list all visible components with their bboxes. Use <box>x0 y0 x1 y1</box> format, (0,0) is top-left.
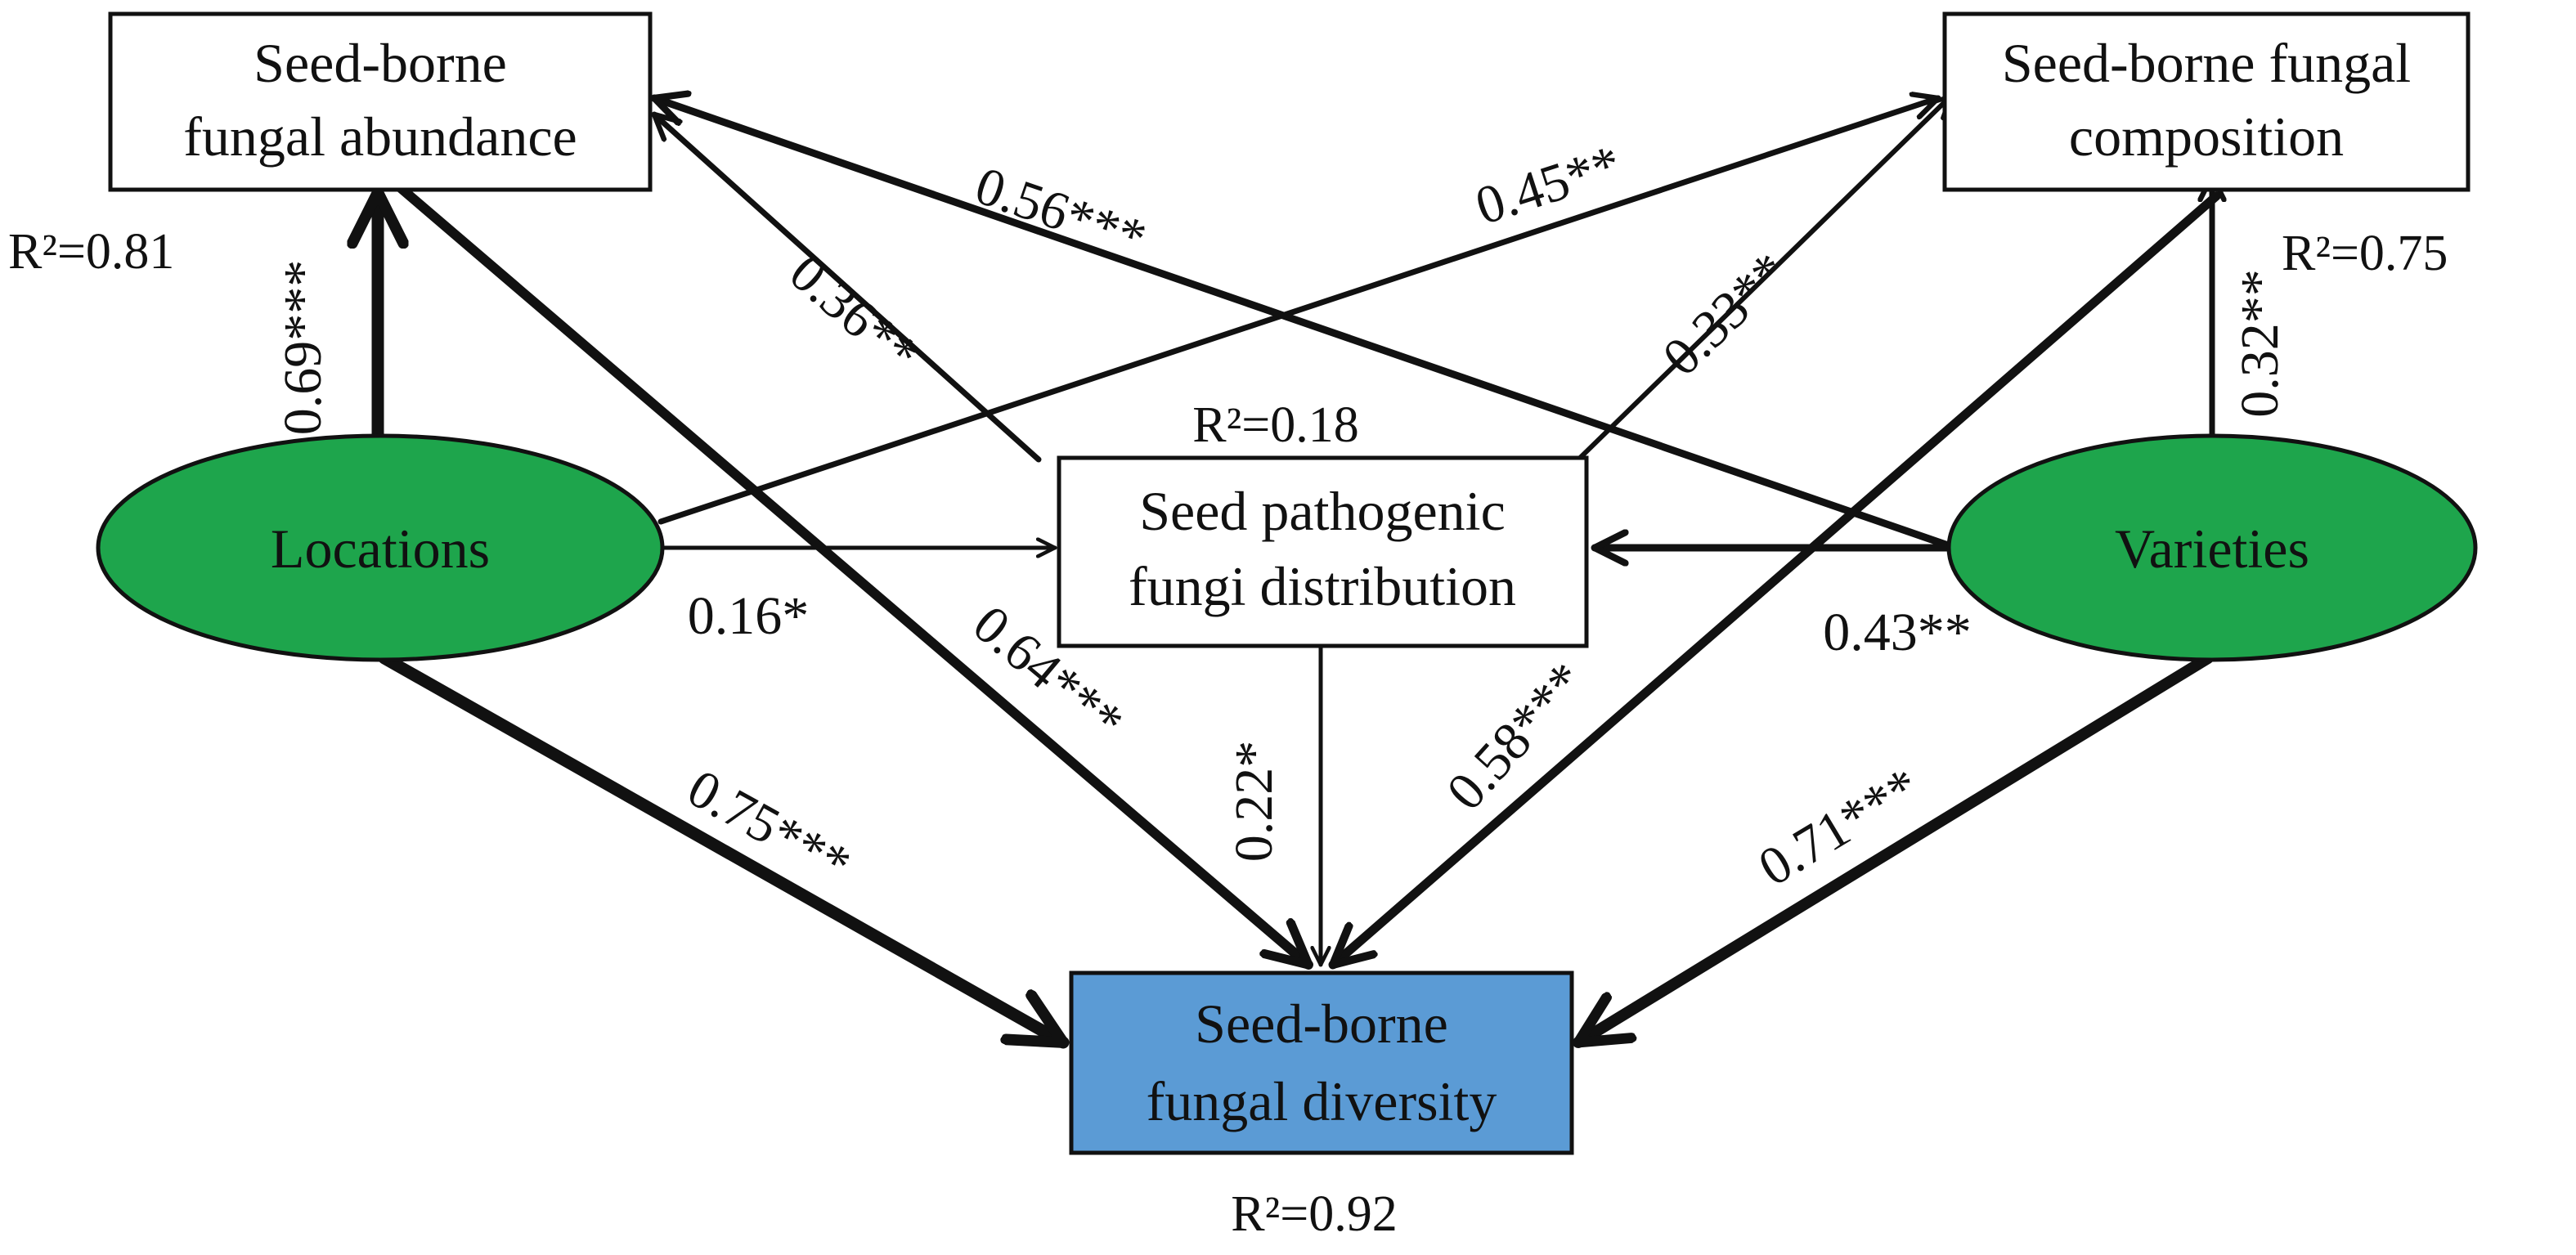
coef-locations-pathogenic: 0.16* <box>688 586 810 646</box>
node-abundance-line1: Seed-borne <box>254 32 507 94</box>
node-varieties-label: Varieties <box>2115 518 2309 580</box>
node-fungal-diversity: Seed-borne fungal diversity <box>1069 970 1574 1155</box>
path-arrows <box>378 94 2221 1049</box>
arrow-varieties-to-abundance <box>650 98 1954 550</box>
node-fungal-abundance: Seed-borne fungal abundance <box>108 11 653 192</box>
arrow-pathogenic-to-abundance <box>651 111 1042 463</box>
coef-locations-composition: 0.45** <box>1469 134 1628 237</box>
arrow-abundance-to-diversity <box>396 183 1313 970</box>
coef-varieties-composition: 0.32** <box>2230 269 2290 418</box>
coef-locations-abundance: 0.69*** <box>273 260 333 436</box>
node-locations: Locations <box>96 433 665 662</box>
node-varieties: Varieties <box>1946 433 2478 662</box>
node-locations-label: Locations <box>271 518 490 580</box>
coef-varieties-pathogenic: 0.43** <box>1823 603 1972 662</box>
node-composition-line1: Seed-borne fungal <box>2002 32 2411 94</box>
node-diversity-line1: Seed-borne <box>1195 993 1448 1055</box>
node-fungal-composition: Seed-borne fungal composition <box>1942 11 2471 192</box>
r2-pathogenic: R²=0.18 <box>1192 397 1358 453</box>
r2-composition: R²=0.75 <box>2282 226 2448 281</box>
node-pathogenic-distribution: Seed pathogenic fungi distribution <box>1057 455 1589 648</box>
arrow-pathogenic-to-composition <box>1576 94 1953 462</box>
coef-composition-diversity: 0.58*** <box>1435 651 1597 821</box>
arrow-locations-to-diversity <box>378 652 1070 1049</box>
node-diversity-line2: fungal diversity <box>1147 1070 1497 1132</box>
r2-abundance: R²=0.81 <box>8 224 174 280</box>
coef-varieties-abundance: 0.56*** <box>968 155 1154 269</box>
arrow-locations-to-composition <box>657 98 1941 525</box>
coef-pathogenic-diversity: 0.22* <box>1224 741 1284 863</box>
node-abundance-line2: fungal abundance <box>183 105 577 168</box>
coef-pathogenic-abundance: 0.36** <box>779 243 930 385</box>
node-composition-line2: composition <box>2069 105 2344 168</box>
node-pathogenic-line1: Seed pathogenic <box>1139 480 1506 542</box>
coef-pathogenic-composition: 0.33** <box>1651 241 1799 388</box>
arrow-composition-to-diversity <box>1328 191 2221 970</box>
r2-diversity: R²=0.92 <box>1231 1186 1397 1242</box>
arrow-varieties-to-diversity <box>1573 652 2214 1048</box>
node-pathogenic-line2: fungi distribution <box>1129 555 1516 617</box>
